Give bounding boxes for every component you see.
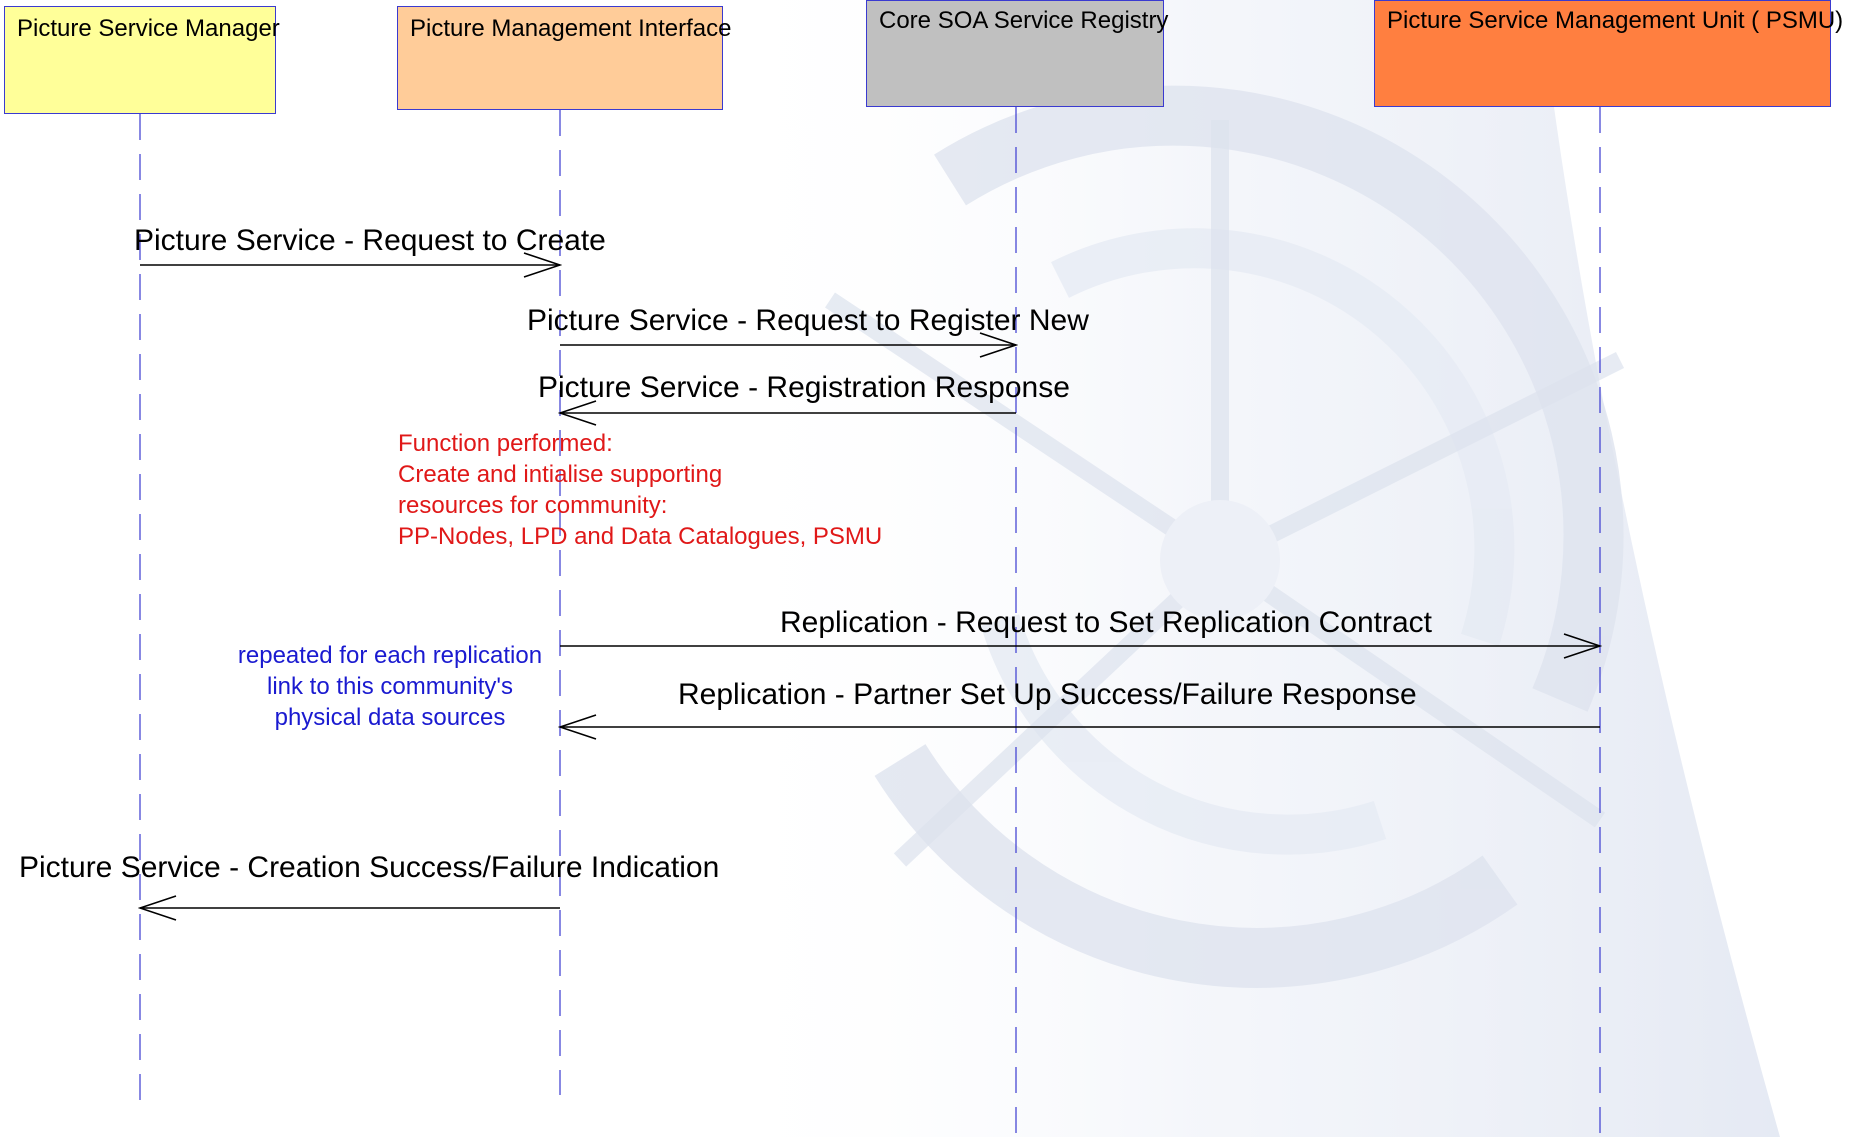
note-function-performed: Function performed: Create and intialise… [398,428,882,552]
participant-picture-service-manager: Picture Service Manager [4,6,280,114]
participant-label: Core SOA Service Registry [879,7,1169,34]
message-label-request-to-register-new: Picture Service - Request to Register Ne… [527,304,1089,337]
participant-picture-management-interface: Picture Management Interface [397,6,732,110]
message-label-request-to-create: Picture Service - Request to Create [134,224,606,257]
note-line: Create and intialise supporting [398,461,723,488]
note-line: resources for community: [398,492,668,519]
participant-label: Picture Service Manager [17,15,280,42]
note-line: PP-Nodes, LPD and Data Catalogues, PSMU [398,523,883,550]
message-label-partner-setup-response: Replication - Partner Set Up Success/Fai… [678,678,1417,711]
participant-label: Picture Service Management Unit ( PSMU) [1387,7,1844,34]
note-line: repeated for each replication [237,642,543,669]
note-line: physical data sources [274,704,506,731]
message-label-creation-indication: Picture Service - Creation Success/Failu… [19,851,720,884]
participant-core-soa-service-registry: Core SOA Service Registry [866,0,1168,107]
participant-label: Picture Management Interface [410,15,732,42]
note-line: Function performed: [398,430,613,457]
note-line: link to this community's [267,673,513,700]
note-repeated-for-each-replication: repeated for each replication link to th… [220,640,560,733]
participant-psmu: Picture Service Management Unit ( PSMU) [1374,0,1843,107]
message-label-registration-response: Picture Service - Registration Response [538,371,1070,404]
message-label-set-replication-contract: Replication - Request to Set Replication… [780,606,1433,639]
